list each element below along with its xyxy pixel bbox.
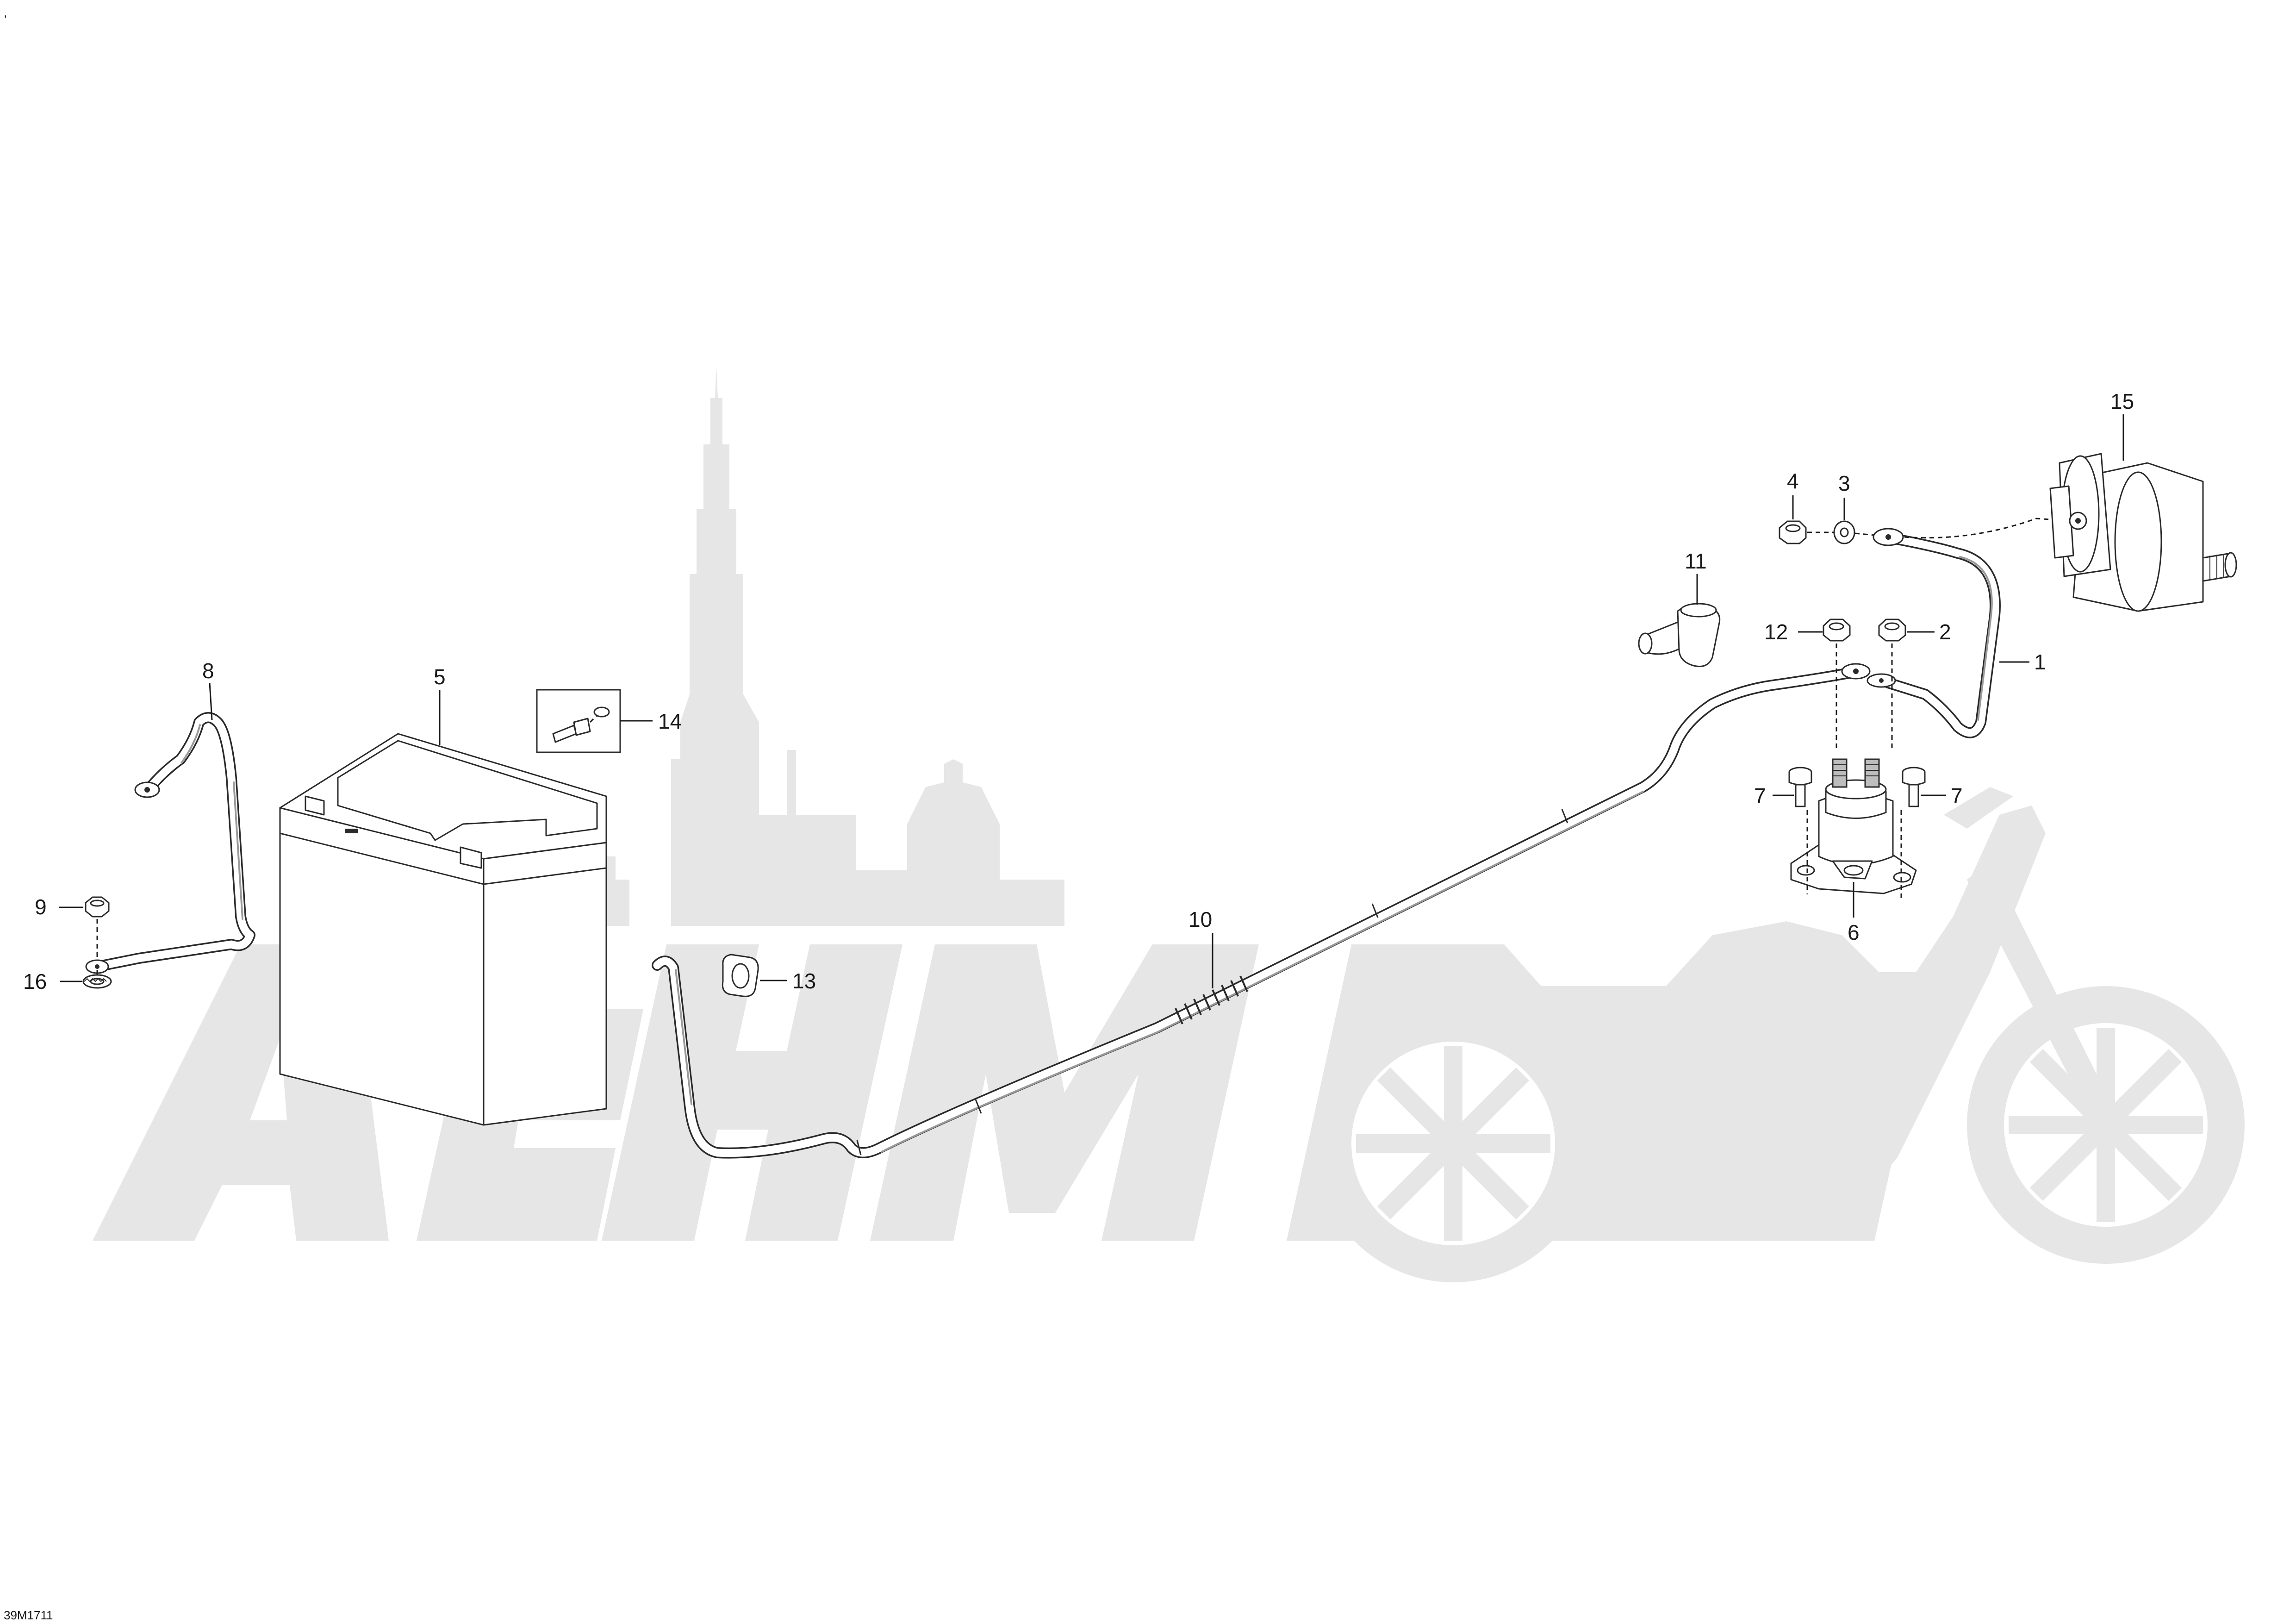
screw-7-left [1773, 767, 1812, 807]
callout-8: 8 [202, 659, 214, 683]
solenoid-stud-left [1832, 758, 1848, 788]
drawing-id: 39M1711 [4, 1608, 53, 1622]
starter-flange [2049, 485, 2074, 559]
callout-9: 9 [35, 895, 47, 919]
ground-cable [85, 712, 255, 974]
callout-10: 10 [1188, 907, 1212, 931]
callout-4: 4 [1787, 469, 1799, 493]
corner-mark: , [4, 6, 7, 19]
starter-cable-1 [1867, 518, 2069, 738]
cable-boot-13 [722, 954, 787, 997]
nut-9 [85, 896, 110, 961]
callout-14: 14 [658, 709, 682, 733]
battery-terminal-right [460, 846, 482, 869]
callout-16: 16 [23, 969, 47, 993]
callout-7-right: 7 [1951, 784, 1963, 808]
watermark-front-wheel-spokes [1356, 1046, 1550, 1241]
cable-spiral-wrap [1175, 975, 1248, 1024]
watermark-logo [93, 366, 2245, 1282]
watermark-letter-m [870, 944, 1259, 1241]
nut-2 [1878, 618, 1935, 752]
callout-15: 15 [2110, 389, 2134, 413]
battery-terminal-left [305, 795, 325, 816]
battery-cable-10 [652, 663, 1871, 1159]
callout-2: 2 [1939, 620, 1951, 644]
callout-12: 12 [1764, 620, 1788, 644]
battery-front-face [279, 807, 485, 1126]
watermark-letter-m2 [1541, 1009, 1914, 1241]
callout-11: 11 [1685, 549, 1707, 573]
watermark-handlebar [1944, 787, 2013, 829]
callout-3: 3 [1838, 471, 1850, 495]
watermark-rear-wheel-spokes [2009, 1028, 2203, 1222]
lock-washer-16 [82, 970, 112, 989]
nut-12 [1798, 618, 1851, 752]
terminal-cap-11 [1638, 574, 1721, 667]
battery-top-lid [337, 740, 598, 841]
watermark-skyline [671, 366, 1064, 926]
battery-vent [345, 829, 358, 833]
callout-6: 6 [1848, 920, 1860, 944]
screw-kit-14 [536, 689, 653, 753]
callout-7-left: 7 [1754, 784, 1766, 808]
battery-side-face [483, 842, 607, 1126]
solenoid-stud-right [1864, 758, 1880, 788]
screw-7-right [1902, 767, 1946, 807]
electric-starter-15 [2049, 414, 2237, 612]
battery [279, 690, 607, 1126]
callout-5: 5 [434, 665, 446, 689]
callout-1: 1 [2034, 650, 2046, 674]
callout-13: 13 [792, 969, 816, 993]
callout-labels: 1 2 3 4 5 6 7 7 8 9 10 11 12 13 14 15 16 [23, 389, 2134, 993]
washer-3 [1807, 498, 1875, 544]
nut-4 [1779, 495, 1807, 544]
watermark-bike-fork [1967, 861, 2110, 1120]
starter-solenoid-6 [1790, 758, 1917, 918]
